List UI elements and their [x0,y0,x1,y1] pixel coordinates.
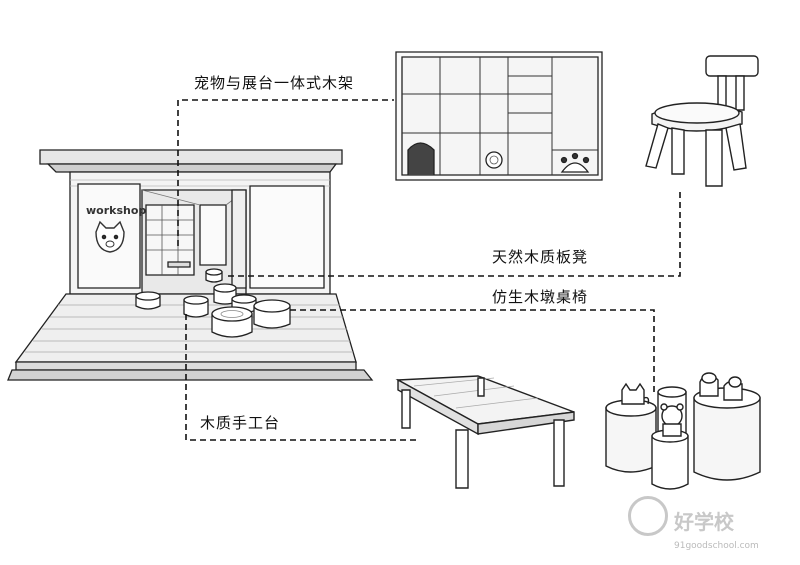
label-pet-shelf: 宠物与展台一体式木架 [194,74,355,92]
label-workbench: 木质手工台 [200,414,281,432]
watermark-brand: 好学校 [674,510,734,534]
pet-display-shelf-illustration [396,52,602,180]
leader-bench [228,188,680,276]
leader-pet-shelf [178,100,394,246]
wooden-workbench-illustration [398,376,574,488]
leader-lines [178,100,680,440]
workshop-house-illustration [8,150,372,380]
label-bench: 天然木质板凳 [492,248,589,266]
label-stump-seats: 仿生木墩桌椅 [492,288,589,306]
watermark-logo-icon [628,496,668,536]
watermark-site: 91goodschool.com [674,541,759,551]
stump-seats-illustration [606,373,760,489]
workshop-sign: workshop [86,204,146,217]
leader-stump-seats [290,310,654,392]
leader-workbench [186,314,416,440]
wooden-bench-illustration [646,56,758,186]
